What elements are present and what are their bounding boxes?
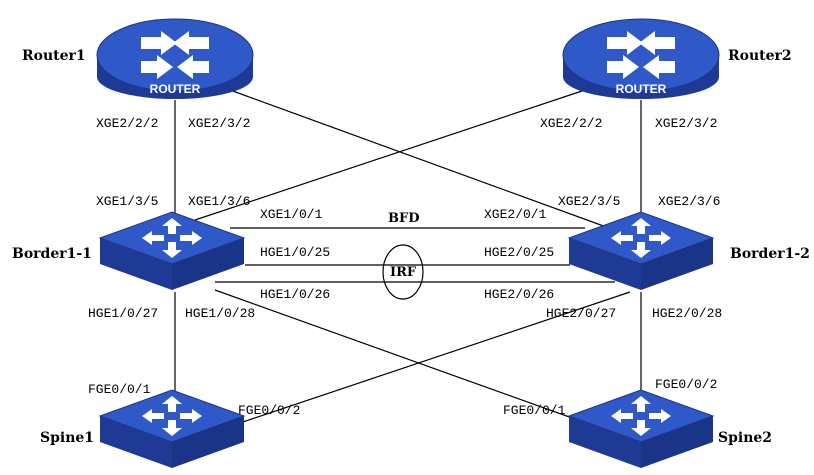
switch-icon [99,389,245,469]
port-b2-bfd: XGE2/0/1 [484,207,547,222]
port-r2-a: XGE2/2/2 [540,116,602,131]
port-s2-a: FGE0/0/1 [503,403,566,418]
spine2-label: Spine2 [718,430,772,446]
link-router2-border1 [194,89,586,221]
port-r1-a: XGE2/2/2 [96,116,158,131]
port-b1-irf1: HGE1/0/25 [260,245,330,260]
links-layer [174,89,642,429]
irf-ring [382,244,424,300]
link-router1-border2 [229,89,621,233]
link-border1-spine2 [214,289,601,429]
spine1[interactable] [99,389,245,469]
port-r1-b: XGE2/3/2 [188,116,250,131]
border1[interactable] [99,211,245,291]
port-s2-b: FGE0/0/2 [655,377,717,392]
switch-icon [99,211,245,291]
router1[interactable]: ROUTER [96,18,254,100]
port-b1-down-b: HGE1/0/28 [185,306,255,321]
spine1-label: Spine1 [40,430,94,446]
border1-label: Border1-1 [12,246,92,262]
irf-label: IRF [390,265,417,280]
router2[interactable]: ROUTER [562,18,720,100]
router2-badge: ROUTER [616,82,667,96]
router1-label: Router1 [22,48,86,64]
port-b2-irf2: HGE2/0/26 [484,287,554,302]
port-b2-up-a: XGE2/3/5 [558,194,620,209]
spine2[interactable] [568,389,714,469]
port-s1-b: FGE0/0/2 [238,403,300,418]
bfd-label: BFD [388,211,420,226]
port-b2-irf1: HGE2/0/25 [484,245,554,260]
port-r2-b: XGE2/3/2 [655,116,717,131]
border2-label: Border1-2 [730,246,810,262]
link-border2-spine1 [224,291,631,429]
port-b2-down-a: HGE2/0/27 [546,306,616,321]
port-b1-up-a: XGE1/3/5 [96,194,158,209]
router2-label: Router2 [728,48,792,64]
port-b2-down-b: HGE2/0/28 [652,306,722,321]
router1-badge: ROUTER [150,82,201,96]
port-b1-up-b: XGE1/3/6 [188,194,250,209]
port-b1-down-a: HGE1/0/27 [88,306,158,321]
border2[interactable] [568,211,714,291]
port-b2-up-b: XGE2/3/6 [658,194,720,209]
port-b1-irf2: HGE1/0/26 [260,287,330,302]
switch-icon [568,211,714,291]
switch-icon [568,389,714,469]
port-b1-bfd: XGE1/0/1 [260,207,323,222]
port-s1-a: FGE0/0/1 [88,382,151,397]
